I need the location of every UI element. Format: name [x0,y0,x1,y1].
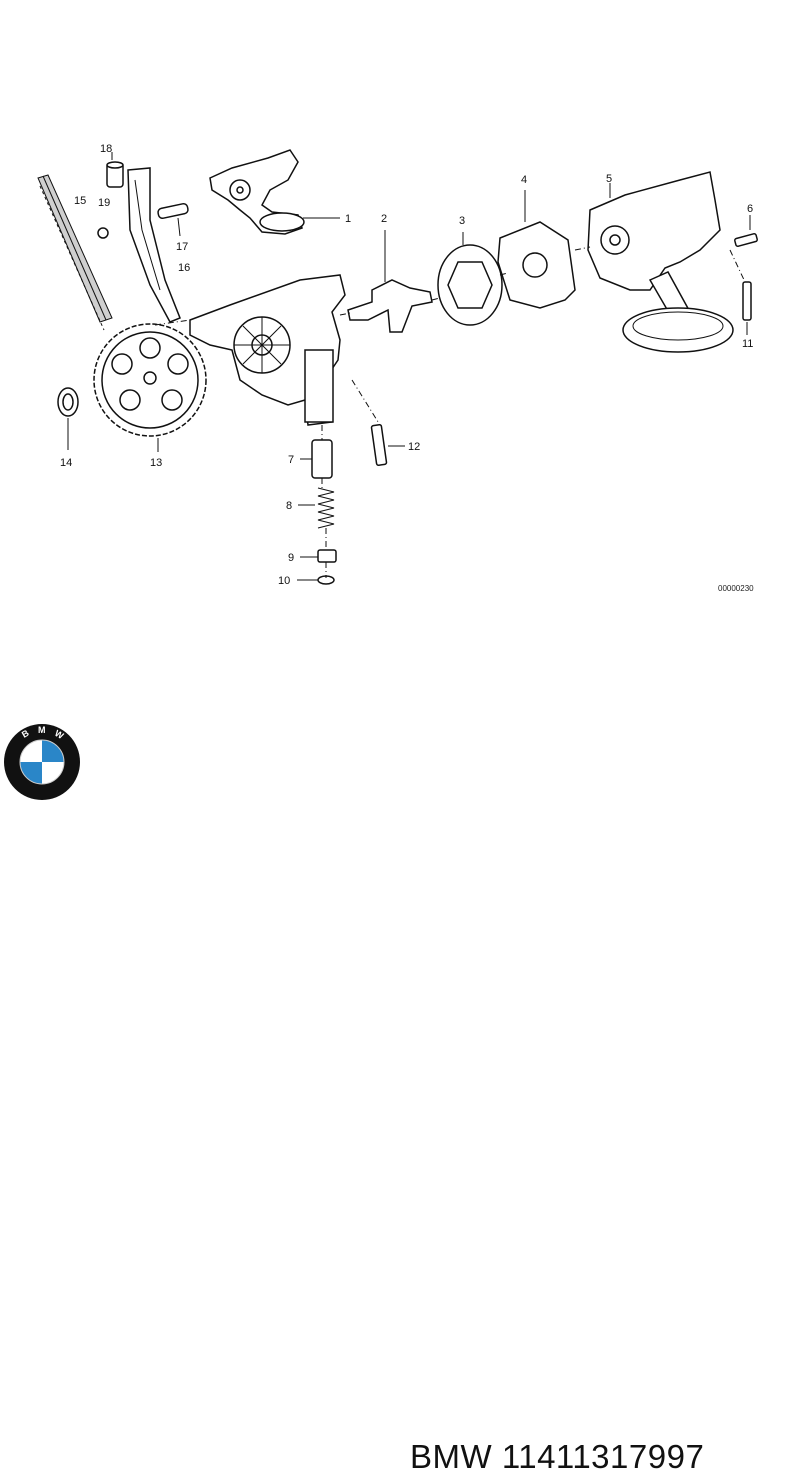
part-pin [157,202,189,237]
callout-17: 17 [176,241,188,253]
part-screw-12 [370,424,405,466]
callout-8: 8 [286,500,292,512]
callout-12: 12 [408,441,420,453]
part-drive-shaft [347,230,433,333]
part-screw-11 [742,281,752,335]
callout-9: 9 [288,552,294,564]
part-screw-6 [734,215,758,248]
diagram-reference-code: 00000230 [718,584,754,593]
callout-18: 18 [100,143,112,155]
bmw-logo-icon: B M W [4,724,80,800]
callout-2: 2 [381,213,387,225]
part-pump-housing [189,274,346,426]
callout-7: 7 [288,454,294,466]
callout-19: 19 [98,197,110,209]
part-oil-pump-pickup [587,171,734,353]
assembly-axis-lines [154,246,746,578]
callout-14: 14 [60,457,72,469]
callout-11: 11 [742,338,753,350]
part-oil-pump-small [209,149,340,235]
callout-4: 4 [521,174,527,186]
part-rotor [437,232,503,326]
part-timing-chain [37,174,113,331]
exploded-parts-diagram: 1 2 3 4 5 6 7 8 9 10 11 12 13 14 15 16 1… [37,143,758,593]
footer: B M W BMW 11411317997 [0,700,800,1475]
callout-5: 5 [606,173,612,185]
svg-text:M: M [38,725,46,735]
callout-6: 6 [747,203,753,215]
part-number-caption: BMW 11411317997 [410,1438,705,1475]
callout-15: 15 [74,195,86,207]
part-sprocket [93,323,207,452]
part-spring [298,487,335,529]
part-clip [97,227,109,239]
svg-text:B: B [20,728,31,740]
part-cover-plate [497,190,576,309]
callout-16: 16 [178,262,190,274]
callout-3: 3 [459,215,465,227]
callout-13: 13 [150,457,162,469]
part-washer [300,549,337,563]
callout-10: 10 [278,575,290,587]
part-tensioner-rail [127,167,181,323]
callout-1: 1 [345,213,351,225]
part-bushing [106,152,124,188]
part-circlip [297,575,335,585]
part-piston [300,439,333,479]
part-seal-ring [57,387,79,450]
